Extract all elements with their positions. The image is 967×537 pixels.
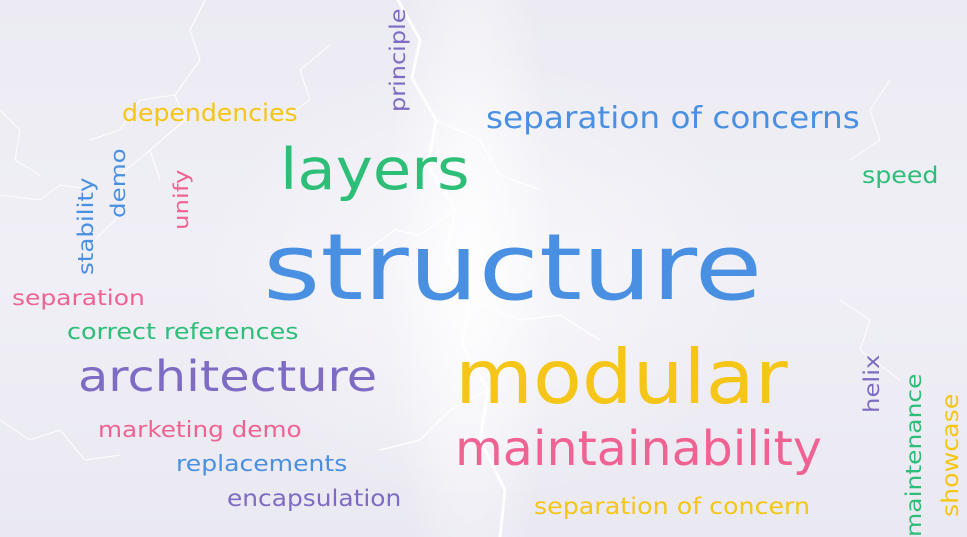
word-modular: modular [455,333,788,421]
word-structure: structure [263,214,763,321]
lightning-bolt-main [396,0,507,537]
word-separation: separation [12,286,145,310]
lightning-bolt-branch [149,0,206,181]
lightning-bolt-branch [469,299,601,341]
word-maintainability: maintainability [455,421,822,477]
word-layers: layers [280,137,470,203]
word-dependencies: dependencies [122,99,298,127]
word-separation-of-concern: separation of concern [534,494,811,520]
lightning-bolt-branch [435,119,541,191]
lightning-bolt-branch [94,149,151,241]
lightning-bolt-branch [0,184,96,201]
word-principle: principle [386,8,410,113]
word-showcase: showcase [938,393,964,517]
lightning-bolt-branch [359,209,456,256]
word-architecture: architecture [78,352,378,402]
word-separation-of-concerns: separation of concerns [486,101,860,136]
lightning-bolt-branch [849,79,891,161]
word-unify: unify [169,169,193,230]
word-correct-references: correct references [67,320,299,345]
lightning-bolt-branch [0,419,121,461]
lightning-bolt-branch [839,299,901,381]
lightning-bolt-branch [89,94,176,141]
word-encapsulation: encapsulation [227,486,402,512]
word-helix: helix [860,354,884,413]
lightning-bolt-branch [279,44,331,121]
lightning-bolt-branch [0,109,41,176]
word-stability: stability [74,177,98,275]
lightning-bolt-branch [379,389,489,451]
word-marketing-demo: marketing demo [98,418,302,443]
word-speed: speed [862,163,939,189]
word-replacements: replacements [176,452,348,477]
word-maintenance: maintenance [902,373,926,537]
word-demo: demo [106,148,130,218]
